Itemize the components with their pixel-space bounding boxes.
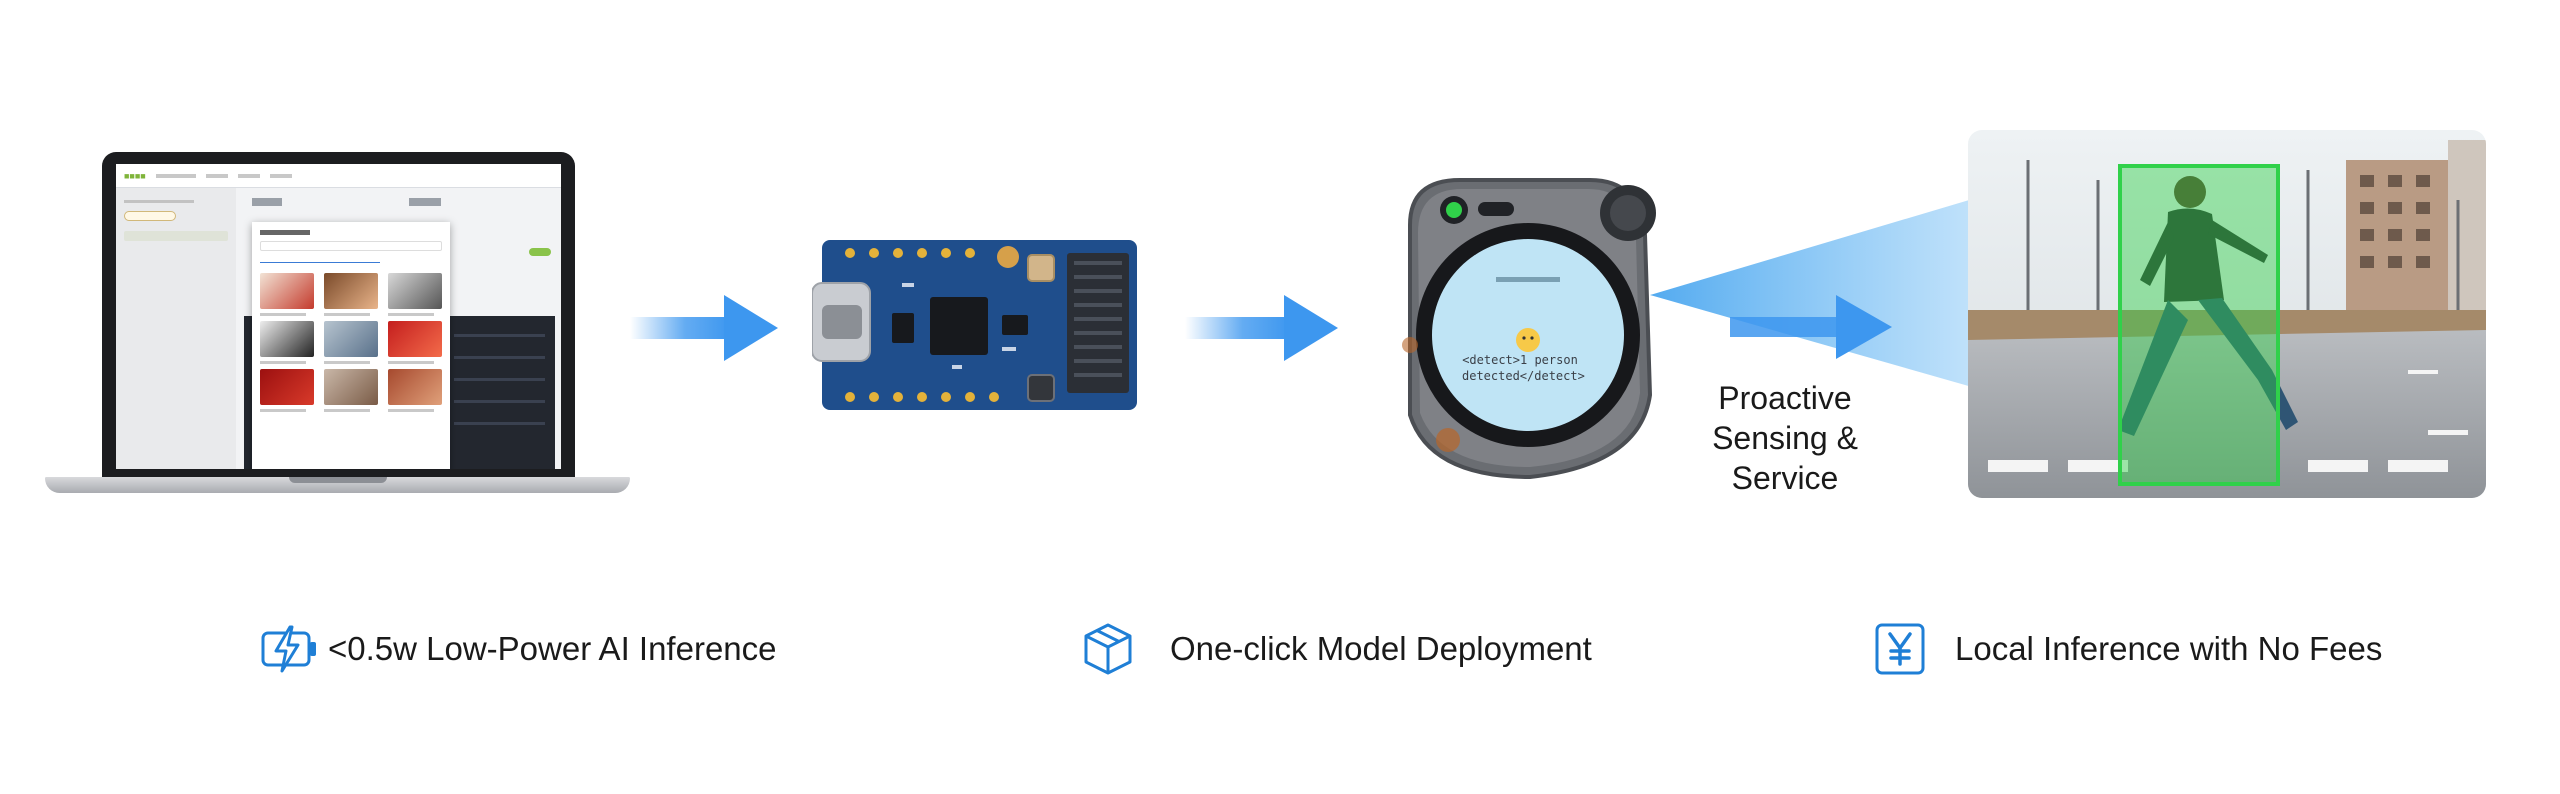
feature-no-fees: Local Inference with No Fees — [1870, 621, 2382, 677]
app-sidebar — [116, 188, 236, 469]
feature-one-click-deploy: One-click Model Deployment — [1078, 621, 1592, 677]
caption-line-2: Sensing & — [1712, 420, 1858, 456]
lightning-battery-icon — [260, 621, 320, 677]
laptop-lid: ■■■■ — [102, 152, 575, 482]
sensing-beam — [1650, 170, 2070, 415]
laptop-screen: ■■■■ — [116, 164, 561, 469]
feature-label: One-click Model Deployment — [1170, 630, 1592, 667]
feature-label: Local Inference with No Fees — [1955, 630, 2383, 667]
flow-arrow-1 — [630, 295, 778, 361]
laptop-illustration: ■■■■ — [45, 150, 630, 505]
pedestrian — [2118, 176, 2298, 436]
caption-line-1: Proactive — [1718, 380, 1852, 416]
device-screen-text: <detect>1 person detected</detect> — [1462, 353, 1585, 383]
app-logo: ■■■■ — [124, 170, 146, 181]
proactive-sensing-caption: Proactive Sensing & Service — [1680, 378, 1890, 498]
laptop-base — [45, 477, 630, 493]
microcontroller-board — [812, 240, 1137, 410]
flow-arrow-2 — [1185, 295, 1338, 361]
cube-box-icon — [1078, 621, 1138, 677]
select-model-dialog — [252, 222, 450, 469]
feature-label: <0.5w Low-Power AI Inference — [328, 630, 777, 667]
person-detection-photo — [1968, 130, 2486, 498]
model-thumbnails — [260, 273, 442, 412]
yuan-currency-icon — [1870, 621, 1930, 677]
feature-low-power: <0.5w Low-Power AI Inference — [260, 621, 777, 677]
app-toolbar: ■■■■ — [116, 164, 561, 188]
ai-camera-device — [1402, 178, 1656, 480]
caption-line-3: Service — [1731, 460, 1839, 496]
